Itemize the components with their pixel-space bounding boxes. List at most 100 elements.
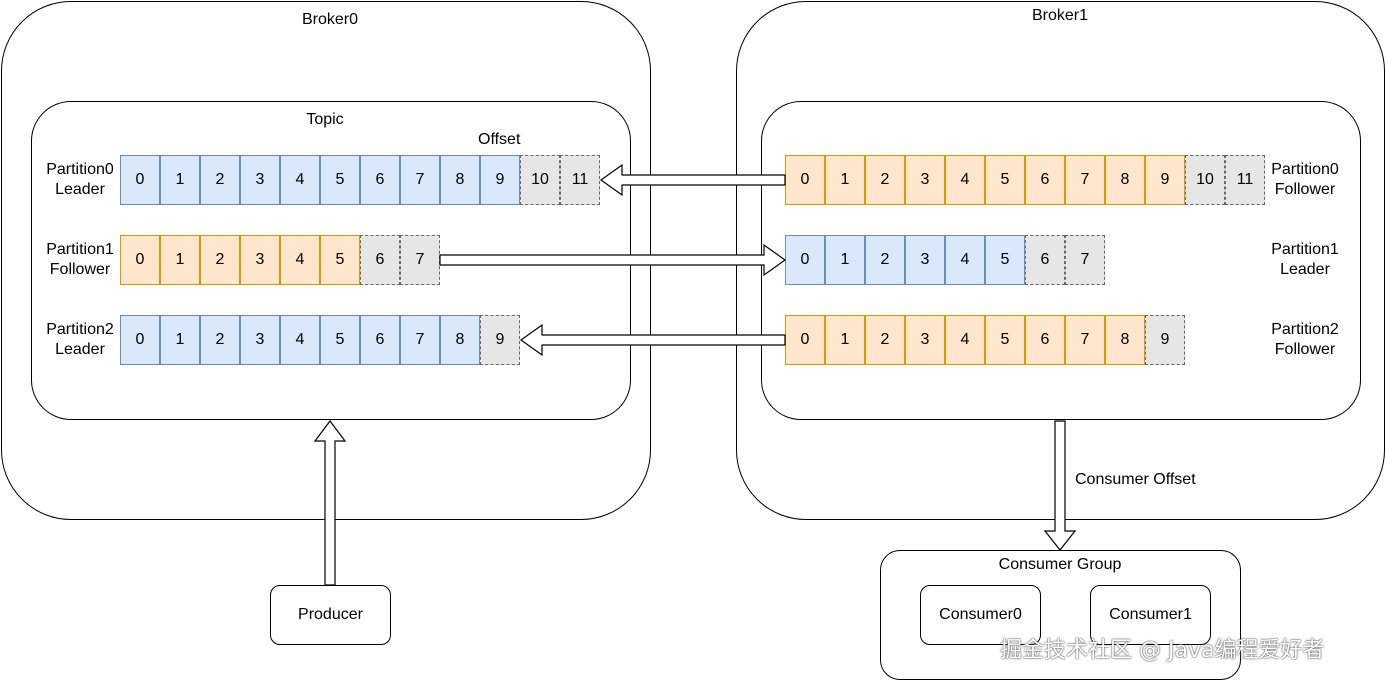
offset-cell: 1 <box>160 315 200 365</box>
offset-cell: 4 <box>945 315 985 365</box>
offset-cell: 1 <box>160 155 200 205</box>
offset-cell: 1 <box>160 235 200 285</box>
offset-cell: 6 <box>360 315 400 365</box>
b0-p2-label-line2: Leader <box>55 341 105 358</box>
offset-cell: 5 <box>985 235 1025 285</box>
producer-box: Producer <box>270 585 391 645</box>
offset-cell: 1 <box>825 315 865 365</box>
offset-cell: 8 <box>1105 315 1145 365</box>
offset-cell: 0 <box>120 155 160 205</box>
consumer-offset-arrow <box>1043 420 1077 551</box>
producer-arrow <box>313 420 347 586</box>
offset-cell: 4 <box>945 235 985 285</box>
b1-p2-label: Partition2 Follower <box>1265 320 1345 360</box>
b0-p0-label-line2: Leader <box>55 181 105 198</box>
offset-cell: 3 <box>240 235 280 285</box>
b0-p0-label: Partition0 Leader <box>40 160 120 200</box>
offset-cell: 9 <box>1145 155 1185 205</box>
b0-p2-label-line1: Partition2 <box>46 321 114 338</box>
offset-cell: 3 <box>905 155 945 205</box>
offset-cell: 7 <box>400 155 440 205</box>
broker1-title: Broker1 <box>1031 7 1089 24</box>
watermark-text: 掘金技术社区 @ Java编程爱好者 <box>1000 638 1325 663</box>
offset-cell: 6 <box>360 155 400 205</box>
offset-cell: 0 <box>120 315 160 365</box>
pending-offset-cell: 11 <box>560 155 600 205</box>
pending-offset-cell: 10 <box>1185 155 1225 205</box>
offset-cell: 2 <box>865 315 905 365</box>
b0-p0-label-line1: Partition0 <box>46 161 114 178</box>
offset-cell: 4 <box>280 155 320 205</box>
pending-offset-cell: 7 <box>400 235 440 285</box>
offset-cell: 5 <box>320 155 360 205</box>
p1-replication-arrow <box>439 243 787 277</box>
pending-offset-cell: 7 <box>1065 235 1105 285</box>
b1-p1-label: Partition1 Leader <box>1265 240 1345 280</box>
broker0-title: Broker0 <box>301 11 359 28</box>
offset-cell: 4 <box>280 315 320 365</box>
consumer0-label: Consumer0 <box>939 606 1022 623</box>
offset-cell: 4 <box>280 235 320 285</box>
b0-p1-label-line1: Partition1 <box>46 241 114 258</box>
p0-replication-arrow <box>599 163 786 197</box>
offset-cell: 2 <box>200 235 240 285</box>
offset-cell: 1 <box>825 235 865 285</box>
b0-p1-label-line2: Follower <box>49 261 111 278</box>
offset-cell: 2 <box>200 315 240 365</box>
offset-cell: 2 <box>865 235 905 285</box>
offset-cell: 7 <box>1065 155 1105 205</box>
b1-p0-label: Partition0 Follower <box>1265 160 1345 200</box>
offset-cell: 5 <box>320 235 360 285</box>
b1-p0-label-line2: Follower <box>1274 181 1336 198</box>
b1-p1-label-line1: Partition1 <box>1271 241 1339 258</box>
pending-offset-cell: 10 <box>520 155 560 205</box>
offset-label: Offset <box>478 131 521 148</box>
offset-cell: 3 <box>240 315 280 365</box>
producer-label: Producer <box>298 606 363 623</box>
offset-cell: 5 <box>985 315 1025 365</box>
offset-cell: 2 <box>200 155 240 205</box>
offset-cell: 8 <box>440 315 480 365</box>
offset-cell: 4 <box>945 155 985 205</box>
pending-offset-cell: 6 <box>1025 235 1065 285</box>
offset-cell: 8 <box>440 155 480 205</box>
b0-p2-label: Partition2 Leader <box>40 320 120 360</box>
offset-cell: 5 <box>320 315 360 365</box>
pending-offset-cell: 6 <box>360 235 400 285</box>
offset-cell: 5 <box>985 155 1025 205</box>
consumer0-box: Consumer0 <box>920 585 1041 645</box>
offset-cell: 2 <box>865 155 905 205</box>
offset-cell: 6 <box>1025 155 1065 205</box>
pending-offset-cell: 9 <box>480 315 520 365</box>
offset-cell: 6 <box>1025 315 1065 365</box>
consumer1-label: Consumer1 <box>1109 606 1192 623</box>
pending-offset-cell: 11 <box>1225 155 1265 205</box>
offset-cell: 0 <box>785 235 825 285</box>
offset-cell: 3 <box>905 235 945 285</box>
consumer-offset-label: Consumer Offset <box>1075 471 1196 488</box>
p2-replication-arrow <box>519 323 786 357</box>
b1-p1-label-line2: Leader <box>1280 261 1330 278</box>
offset-cell: 1 <box>825 155 865 205</box>
offset-cell: 7 <box>400 315 440 365</box>
offset-cell: 7 <box>1065 315 1105 365</box>
pending-offset-cell: 9 <box>1145 315 1185 365</box>
b1-p2-label-line1: Partition2 <box>1271 321 1339 338</box>
consumer-group-title: Consumer Group <box>998 556 1122 573</box>
offset-cell: 9 <box>480 155 520 205</box>
offset-cell: 8 <box>1105 155 1145 205</box>
topic-title: Topic <box>306 111 344 128</box>
b1-p0-label-line1: Partition0 <box>1271 161 1339 178</box>
offset-cell: 0 <box>120 235 160 285</box>
consumer1-box: Consumer1 <box>1090 585 1211 645</box>
offset-cell: 0 <box>785 155 825 205</box>
offset-cell: 3 <box>240 155 280 205</box>
offset-cell: 3 <box>905 315 945 365</box>
